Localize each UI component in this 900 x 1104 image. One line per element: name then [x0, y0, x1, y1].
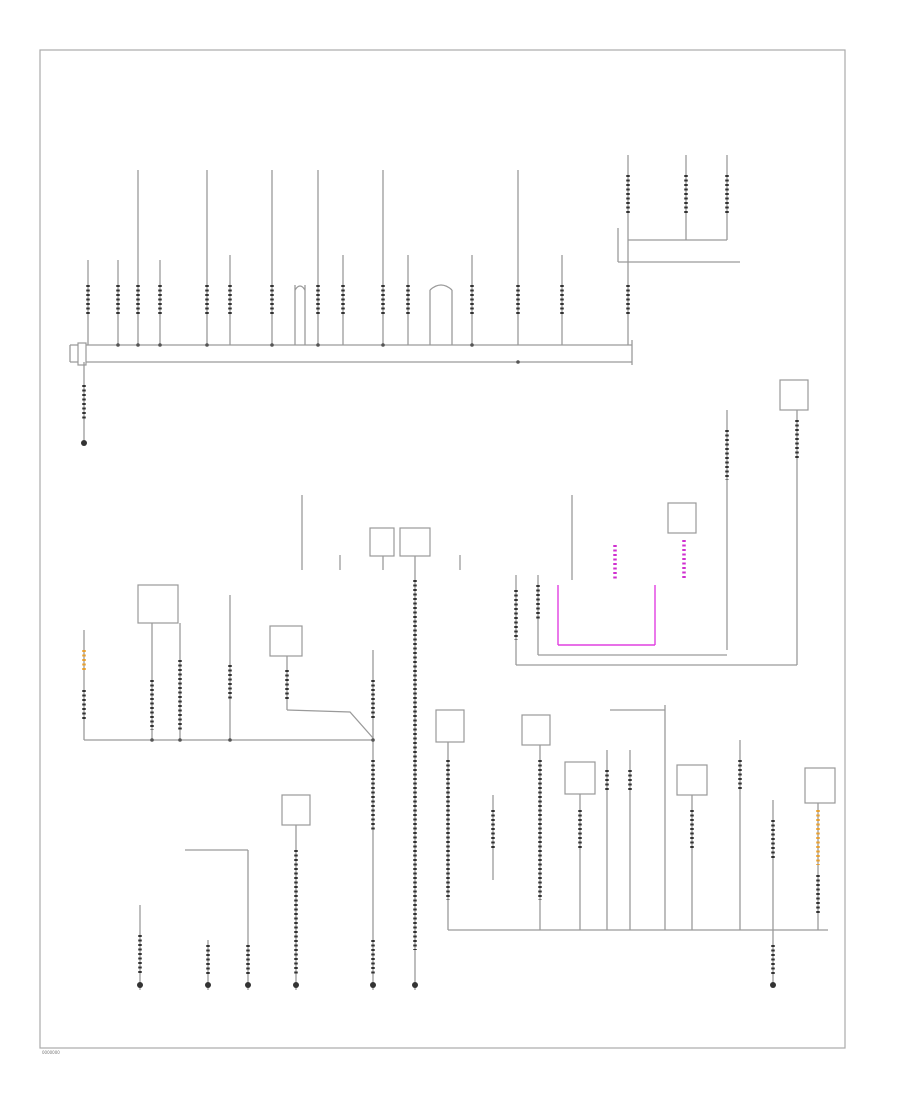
mid-center-components	[339, 527, 461, 990]
lower-left-grounds	[137, 794, 311, 990]
left-mid-harness	[82, 584, 376, 990]
footer-code: 0000000	[42, 1050, 60, 1055]
top-drop-wires	[86, 170, 630, 345]
diagram-border	[39, 49, 846, 1049]
bus-splices	[116, 343, 520, 364]
lower-right-harness	[435, 705, 836, 988]
top-harness	[69, 155, 740, 446]
mid-right-harness	[301, 379, 809, 666]
top-right-cluster	[617, 155, 740, 263]
